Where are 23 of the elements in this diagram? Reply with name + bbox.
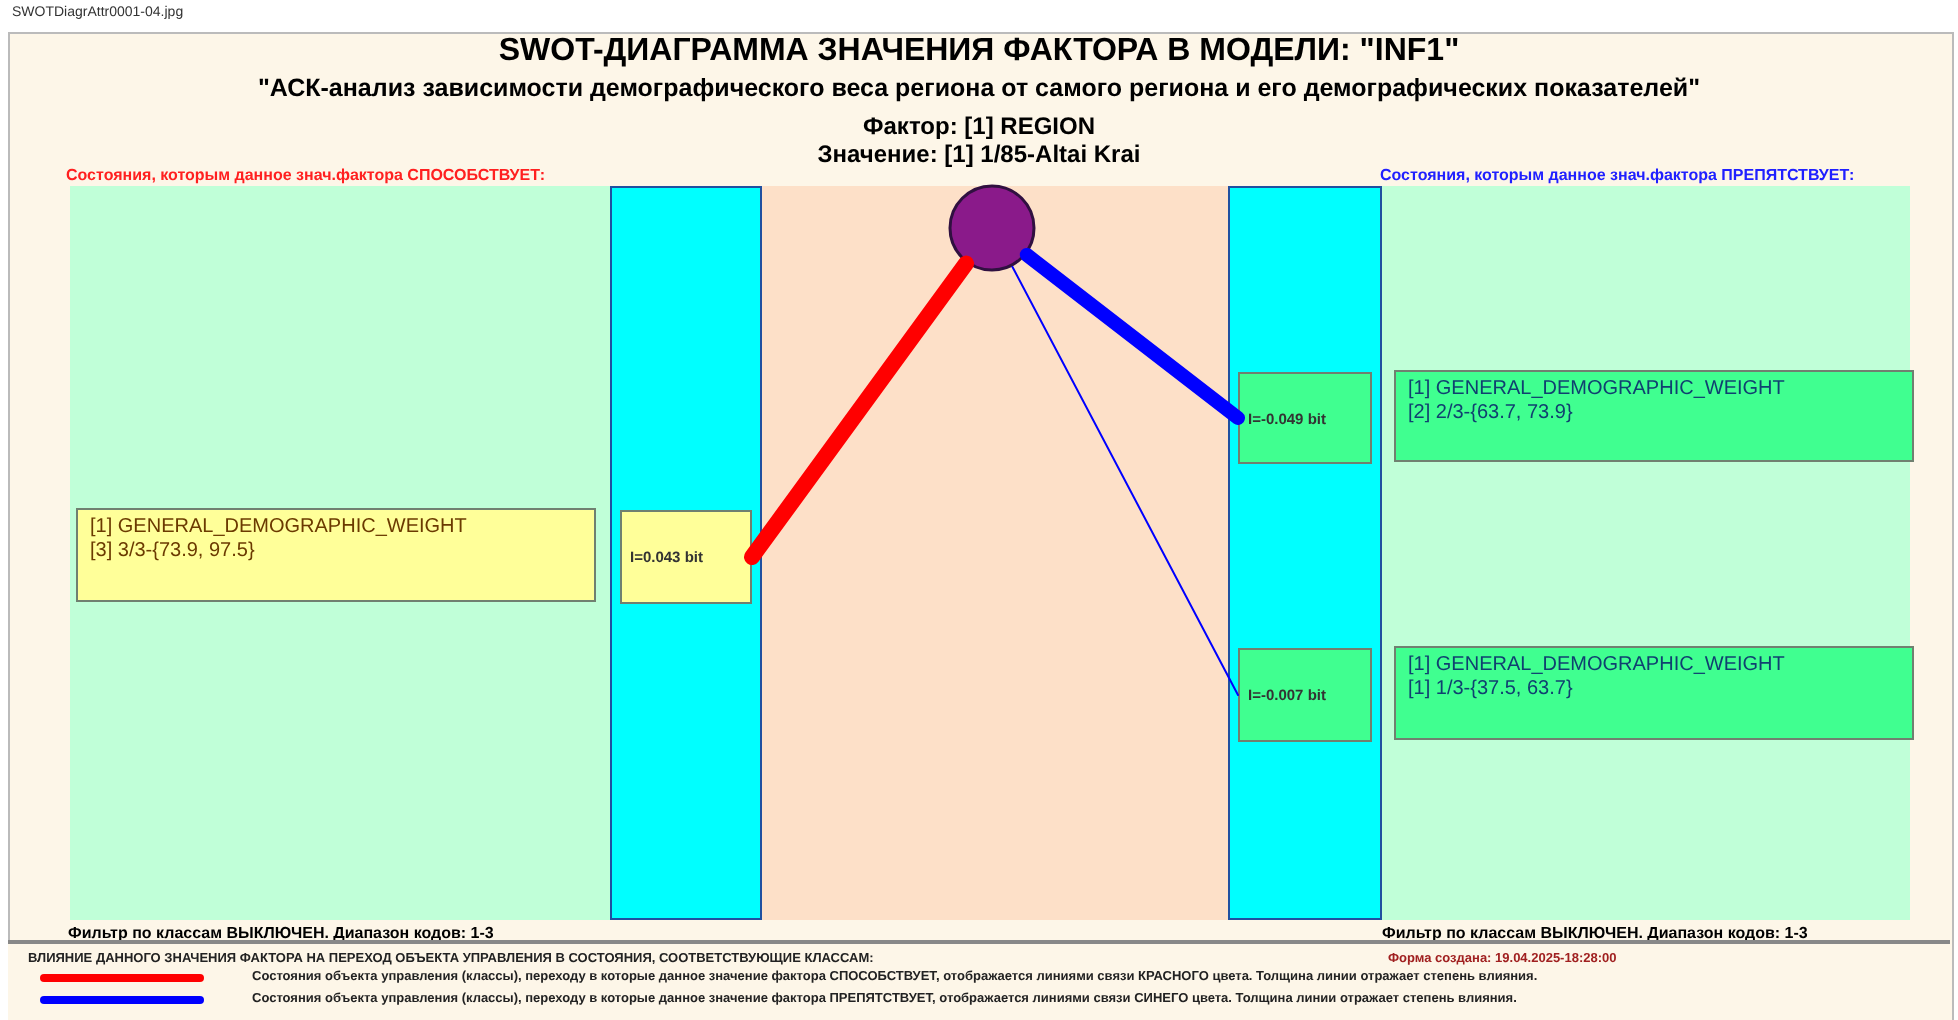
filter-note: Фильтр по классам ВЫКЛЮЧЕН. Диапазон кодов: 1-3: [68, 924, 494, 942]
factor-circle: [948, 184, 1036, 272]
link-line: [1011, 265, 1239, 696]
class-text: [1] GENERAL_DEMOGRAPHIC_WEIGHT: [1408, 378, 1787, 402]
column-bar: [610, 186, 762, 920]
title: SWOT-ДИАГРАММА ЗНАЧЕНИЯ ФАКТОРА В МОДЕЛИ: "INF1": [496, 34, 1462, 70]
class-box: [1394, 370, 1914, 462]
class-box: [76, 508, 596, 602]
column-heading: Состояния, которым данное знач.фактора СПОСОБСТВУЕТ:: [66, 166, 546, 184]
link-line: [1019, 247, 1245, 425]
column-heading: Состояния, которым данное знач.фактора ПРЕПЯТСТВУЕТ:: [1380, 166, 1855, 184]
factor-label: Фактор: [1] REGION: [861, 112, 1097, 140]
class-text: [1] GENERAL_DEMOGRAPHIC_WEIGHT: [90, 516, 469, 540]
class-text: [2] 2/3-{63.7, 73.9}: [1408, 402, 1575, 426]
filter-note: Фильтр по классам ВЫКЛЮЧЕН. Диапазон кодов: 1-3: [1382, 924, 1808, 942]
column-bar: [1228, 186, 1382, 920]
class-text: [3] 3/3-{73.9, 97.5}: [90, 540, 257, 564]
class-box: [1394, 646, 1914, 740]
subtitle: "АСК-анализ зависимости демографического веса региона от самого региона и его демографических показателей": [255, 74, 1703, 102]
value-label: Значение: [1] 1/85-Altai Krai: [815, 140, 1143, 168]
link-line: [744, 255, 975, 565]
class-text: [1] GENERAL_DEMOGRAPHIC_WEIGHT: [1408, 654, 1787, 678]
class-text: [1] 1/3-{37.5, 63.7}: [1408, 678, 1575, 702]
